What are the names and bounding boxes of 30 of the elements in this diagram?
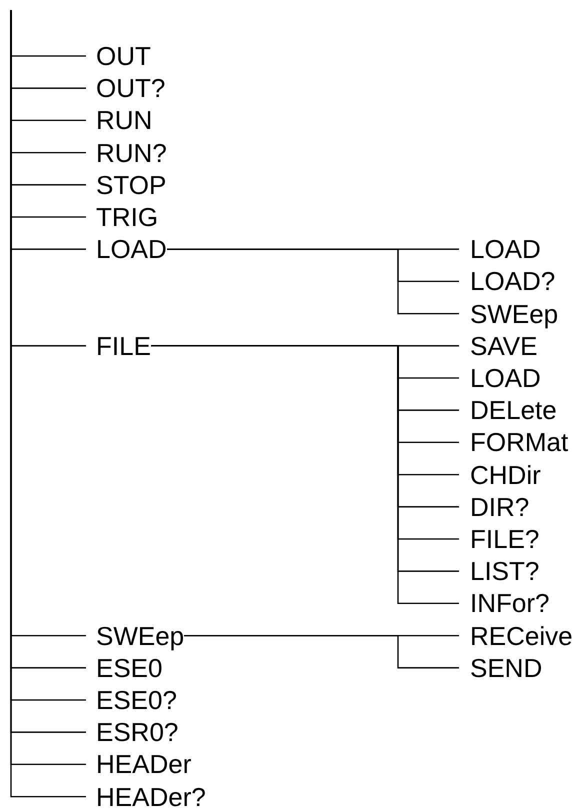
tree-line — [184, 634, 459, 668]
command-label: LOAD? — [459, 265, 556, 298]
command-label: RUN? — [86, 136, 167, 169]
command-label: HEADer — [86, 748, 192, 780]
command-label: ESR0? — [86, 716, 178, 748]
command-label: LOAD — [459, 233, 541, 266]
tree-line — [167, 248, 459, 314]
command-label: SEND — [459, 652, 542, 684]
command-label: DELete — [459, 394, 557, 426]
command-label: CHDir — [459, 458, 541, 491]
command-label: LIST? — [459, 555, 540, 588]
command-label: LOAD — [86, 233, 167, 266]
command-label: HEADer? — [86, 780, 206, 810]
command-label: OUT? — [86, 72, 166, 104]
command-label: SWEep — [459, 298, 558, 330]
command-label: ESE0? — [86, 684, 177, 716]
command-label: LOAD — [459, 362, 541, 394]
command-label: FILE — [86, 330, 151, 362]
command-label: SAVE — [459, 330, 538, 362]
command-label: OUT — [86, 40, 151, 72]
command-label: RUN — [86, 104, 152, 136]
command-label: INFor? — [459, 587, 550, 620]
command-label: SWEep — [86, 620, 184, 652]
command-label: FILE? — [459, 523, 540, 555]
command-label: STOP — [86, 168, 166, 201]
command-label: DIR? — [459, 490, 530, 523]
command-label: TRIG — [86, 201, 158, 233]
command-label: ESE0 — [86, 652, 162, 684]
command-label: RECeive — [459, 620, 573, 652]
command-label: FORMat — [459, 426, 568, 458]
